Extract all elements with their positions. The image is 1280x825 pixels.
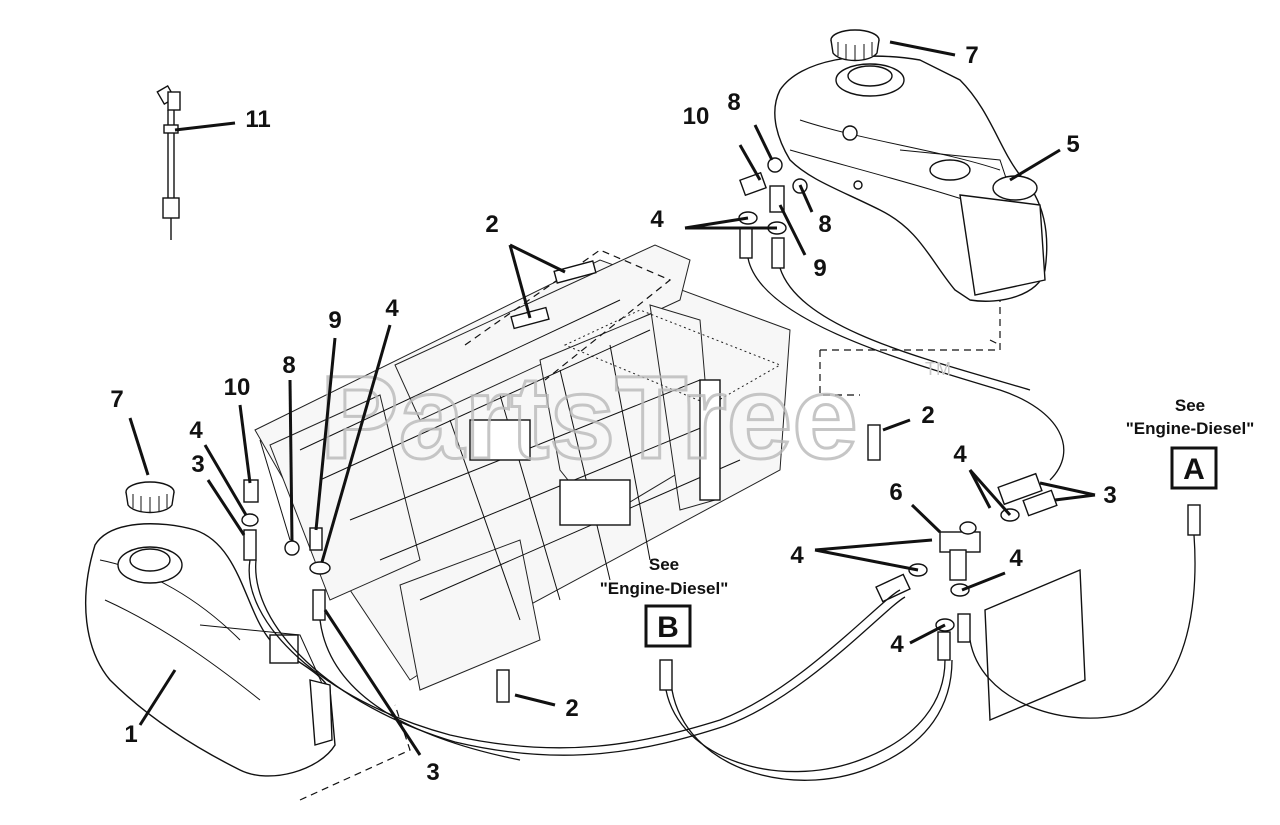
callout-4: 4 — [385, 295, 399, 322]
callout-4: 4 — [650, 206, 664, 233]
callout-10: 10 — [224, 374, 251, 401]
reference-a-see: See — [1175, 396, 1205, 415]
callout-3: 3 — [191, 451, 204, 478]
reference-b[interactable]: See "Engine-Diesel" B — [600, 555, 729, 648]
fuel-cap-icon — [830, 29, 880, 62]
fuel-hose-icon — [248, 257, 1196, 781]
callout-2: 2 — [565, 695, 578, 722]
mounting-plate — [984, 568, 1086, 722]
tee-fitting-icon — [738, 157, 808, 269]
reference-a-box — [1170, 446, 1218, 490]
callout-9: 9 — [328, 307, 341, 334]
callout-8: 8 — [818, 211, 831, 238]
callout-4: 4 — [790, 542, 804, 569]
callout-10: 10 — [683, 103, 710, 130]
fuel-gauge-icon — [156, 84, 181, 240]
chassis-frame-icon — [254, 244, 791, 691]
fuel-tank-left — [84, 523, 336, 777]
reference-b-target: "Engine-Diesel" — [600, 579, 729, 598]
callout-4: 4 — [189, 417, 203, 444]
watermark-text: PartsTree — [320, 352, 858, 484]
callout-7: 7 — [965, 42, 978, 69]
callout-4: 4 — [1009, 545, 1023, 572]
reference-b-see: See — [649, 555, 679, 574]
callout-11: 11 — [245, 106, 270, 133]
callout-5: 5 — [1066, 131, 1079, 158]
callout-7: 7 — [110, 386, 123, 413]
reference-b-box — [644, 604, 692, 648]
callout-9: 9 — [813, 255, 826, 282]
callout-4: 4 — [953, 441, 967, 468]
callout-2: 2 — [921, 402, 934, 429]
callout-8: 8 — [727, 89, 740, 116]
callout-6: 6 — [889, 479, 902, 506]
reference-b-letter: B — [657, 611, 679, 644]
leader-lines — [128, 40, 1096, 756]
reference-a-target: "Engine-Diesel" — [1126, 419, 1255, 438]
callouts: 11 7 5 10 8 8 9 4 2 2 2 7 10 4 3 8 9 4 3… — [110, 42, 1116, 786]
callout-2: 2 — [485, 211, 498, 238]
fuel-tank-right — [774, 55, 1048, 302]
reference-a-letter: A — [1183, 453, 1205, 486]
tee-fitting-icon — [241, 479, 331, 621]
callout-1: 1 — [124, 721, 137, 748]
callout-3: 3 — [1103, 482, 1116, 509]
callout-3: 3 — [426, 759, 439, 786]
callout-8: 8 — [282, 352, 295, 379]
tee-fitting-icon — [659, 472, 1201, 691]
reference-a[interactable]: See "Engine-Diesel" A — [1126, 396, 1255, 490]
watermark-trademark: TM — [925, 359, 951, 379]
callout-4: 4 — [890, 631, 904, 658]
fuel-cap-icon — [125, 481, 175, 514]
